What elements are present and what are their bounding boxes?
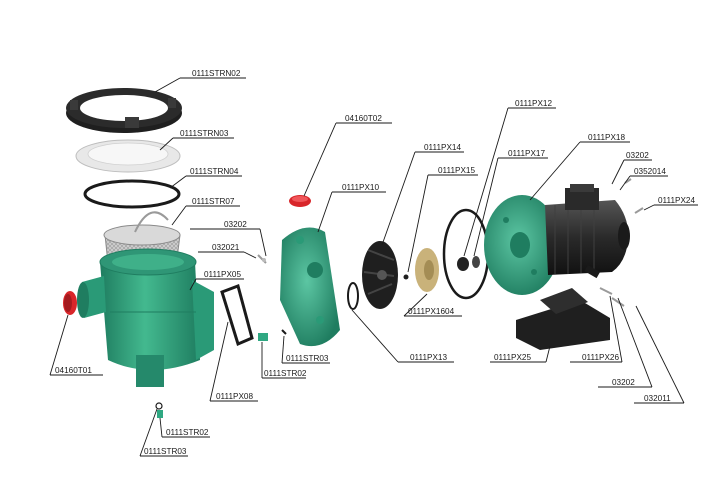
- seal-icon: [457, 256, 480, 271]
- diffuser-icon: [280, 227, 340, 347]
- large-o-ring-icon: [442, 208, 490, 300]
- label-0111PX08: 0111PX08: [216, 392, 253, 401]
- pump-housing-icon: [77, 248, 214, 387]
- yellow-diffuser-icon: [403, 248, 439, 292]
- label-04160T02: 04160T02: [345, 114, 382, 123]
- label-0111PX25: 0111PX25: [494, 353, 531, 362]
- label-0111PX13: 0111PX13: [410, 353, 447, 362]
- electric-motor-icon: [545, 184, 630, 275]
- drain-plug-icon: [155, 402, 163, 418]
- red-cap-icon: [63, 291, 77, 315]
- label-0111PX10: 0111PX10: [342, 183, 379, 192]
- part-labels: 0111STRN02 0111STRN03 0111STRN04 0111STR…: [55, 69, 695, 456]
- label-0111PX18: 0111PX18: [588, 133, 625, 142]
- label-0111PX15: 0111PX15: [438, 166, 475, 175]
- leader-lines: [49, 77, 698, 457]
- green-plug-icon: [258, 329, 287, 341]
- label-04160T01: 04160T01: [55, 366, 92, 375]
- motor-flange-icon: [484, 195, 560, 295]
- label-03202-top: 03202: [224, 220, 247, 229]
- label-03202-right: 03202: [626, 151, 649, 160]
- label-0111STRN03: 0111STRN03: [180, 129, 229, 138]
- label-0111STR03-bottom: 0111STR03: [144, 447, 187, 456]
- clear-lid-icon: [75, 139, 181, 173]
- impeller-icon: [362, 241, 398, 309]
- label-0111PX24: 0111PX24: [658, 196, 695, 205]
- label-0111PX1604: 0111PX1604: [408, 307, 455, 316]
- label-0111PX12: 0111PX12: [515, 99, 552, 108]
- locking-ring-icon: [66, 88, 182, 133]
- screw-icon: [257, 254, 267, 264]
- label-0111PX26: 0111PX26: [582, 353, 619, 362]
- label-0111STR02-bottom: 0111STR02: [166, 428, 209, 437]
- label-0111PX17: 0111PX17: [508, 149, 545, 158]
- label-0111PX14: 0111PX14: [424, 143, 461, 152]
- label-0111STRN04: 0111STRN04: [190, 167, 239, 176]
- label-0352014: 0352014: [634, 167, 666, 176]
- small-o-ring-icon: [347, 282, 359, 310]
- red-cap-top-icon: [289, 195, 311, 207]
- label-0111STR07: 0111STR07: [192, 197, 235, 206]
- label-03202-bottom: 03202: [612, 378, 635, 387]
- gasket-icon: [220, 284, 254, 347]
- label-0111PX05: 0111PX05: [204, 270, 241, 279]
- bolts-icon: [599, 178, 644, 307]
- label-0111STRN02: 0111STRN02: [192, 69, 241, 78]
- label-0111STR02-mid: 0111STR02: [264, 369, 307, 378]
- o-ring-icon: [83, 179, 181, 209]
- label-032011: 032011: [644, 394, 671, 403]
- motor-foot-icon: [516, 265, 610, 350]
- label-0111STR03-mid: 0111STR03: [286, 354, 329, 363]
- label-032021: 032021: [212, 243, 240, 252]
